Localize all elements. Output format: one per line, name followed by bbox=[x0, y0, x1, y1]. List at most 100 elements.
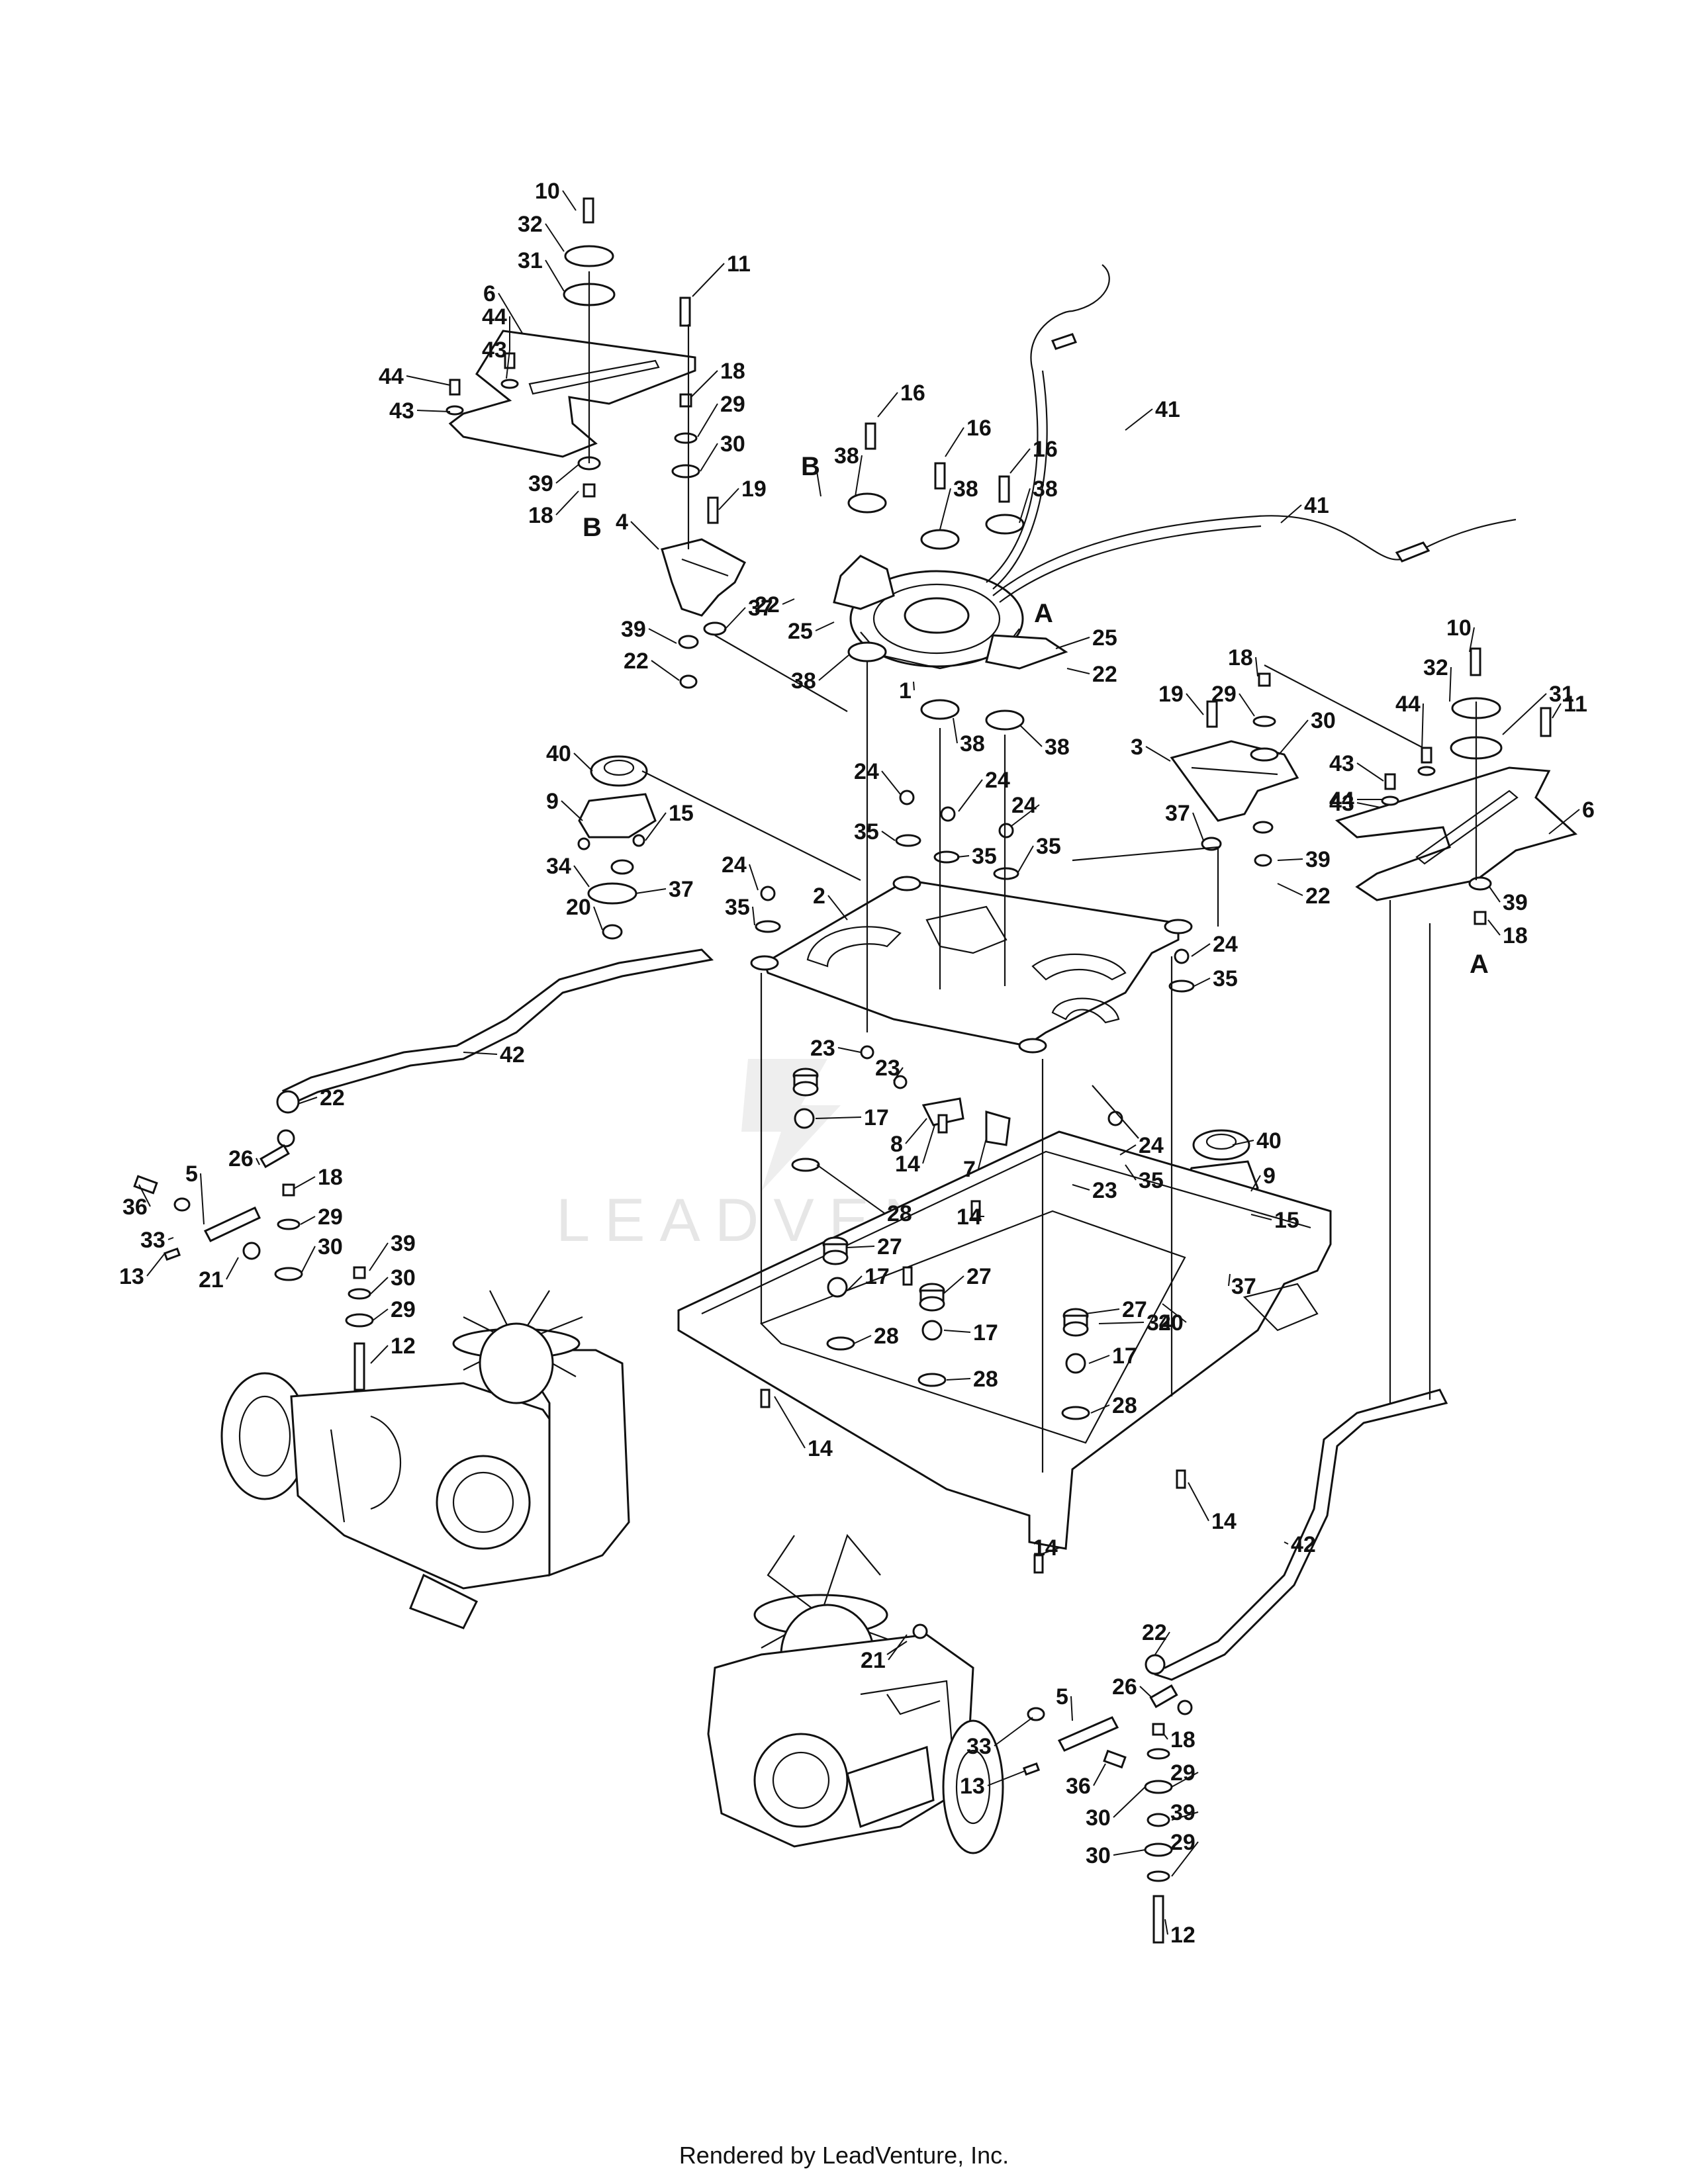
leader-line bbox=[635, 888, 667, 894]
leader-line bbox=[847, 1246, 875, 1248]
callout-part-22: 22 bbox=[1305, 884, 1331, 909]
transaxle-right bbox=[707, 1533, 1004, 1854]
callout-letter-b: B bbox=[801, 452, 820, 481]
callout-part-8: 8 bbox=[890, 1132, 903, 1157]
callout-part-33: 33 bbox=[140, 1228, 165, 1253]
leader-line bbox=[1154, 1631, 1170, 1655]
leader-line bbox=[945, 427, 964, 457]
leader-line bbox=[1548, 809, 1580, 835]
callout-part-35: 35 bbox=[1213, 966, 1238, 991]
callout-part-22: 22 bbox=[624, 649, 649, 674]
callout-part-12: 12 bbox=[1170, 1923, 1196, 1948]
leader-line bbox=[816, 1164, 885, 1214]
leader-line bbox=[1232, 1140, 1254, 1146]
callout-part-38: 38 bbox=[834, 443, 859, 469]
part-12-bolt-left bbox=[353, 1342, 365, 1391]
callout-part-30: 30 bbox=[391, 1265, 416, 1291]
leader-line bbox=[146, 1253, 165, 1277]
leader-line bbox=[1066, 668, 1090, 674]
leader-line bbox=[697, 403, 718, 437]
callout-part-33: 33 bbox=[966, 1734, 992, 1759]
leader-line bbox=[293, 1176, 316, 1189]
callout-part-28: 28 bbox=[887, 1201, 912, 1226]
leader-line bbox=[1098, 1322, 1145, 1324]
leader-line bbox=[1277, 858, 1303, 861]
leader-line bbox=[630, 521, 659, 550]
callout-part-39: 39 bbox=[1503, 890, 1528, 915]
callout-part-14: 14 bbox=[808, 1436, 833, 1461]
leader-line bbox=[939, 488, 951, 530]
callout-part-36: 36 bbox=[122, 1195, 148, 1220]
callout-part-26: 26 bbox=[1112, 1674, 1137, 1700]
callout-part-38: 38 bbox=[1033, 477, 1058, 502]
callout-part-30: 30 bbox=[720, 432, 745, 457]
leader-line bbox=[1113, 1849, 1146, 1856]
callout-part-30: 30 bbox=[1086, 1843, 1111, 1868]
callout-part-16: 16 bbox=[1033, 437, 1058, 462]
callout-part-28: 28 bbox=[874, 1324, 899, 1349]
leader-line bbox=[943, 1330, 971, 1333]
callout-part-24: 24 bbox=[1139, 1133, 1164, 1158]
callout-letter-a: A bbox=[1470, 950, 1489, 979]
callout-part-37: 37 bbox=[748, 596, 773, 621]
leader-line bbox=[815, 1116, 862, 1119]
callout-part-36: 36 bbox=[1066, 1774, 1091, 1799]
callout-part-29: 29 bbox=[1211, 682, 1237, 707]
callout-part-3: 3 bbox=[1131, 735, 1143, 760]
leader-line bbox=[648, 628, 677, 644]
leader-line bbox=[369, 1242, 389, 1271]
part-2-mounting-plate bbox=[763, 879, 1180, 1047]
leader-line bbox=[1191, 943, 1211, 957]
leader-line bbox=[1125, 408, 1153, 431]
part-41-cable-upper bbox=[986, 264, 1110, 583]
leader-line bbox=[1277, 883, 1303, 896]
callout-part-44: 44 bbox=[482, 304, 507, 330]
leader-line bbox=[555, 464, 579, 484]
part-7-bracket bbox=[985, 1111, 1011, 1146]
callout-part-23: 23 bbox=[875, 1056, 900, 1081]
callout-part-37: 37 bbox=[1231, 1274, 1256, 1299]
part-19-bolt bbox=[707, 496, 719, 524]
callout-part-44: 44 bbox=[1329, 788, 1354, 813]
callout-part-27: 27 bbox=[1122, 1297, 1147, 1322]
footer-credit: Rendered by LeadVenture, Inc. bbox=[679, 2142, 1009, 2169]
part-40-bearing-right bbox=[1192, 1129, 1250, 1161]
callout-part-39: 39 bbox=[1305, 847, 1331, 872]
leader-line bbox=[953, 717, 958, 744]
leader-line bbox=[561, 800, 583, 821]
leader-line bbox=[1085, 1308, 1120, 1314]
leader-line bbox=[1119, 1144, 1137, 1156]
callout-part-30: 30 bbox=[1086, 1805, 1111, 1831]
leader-line bbox=[855, 455, 863, 497]
leader-line bbox=[1019, 724, 1043, 747]
leader-line bbox=[463, 1052, 498, 1055]
callout-part-16: 16 bbox=[966, 416, 992, 441]
callout-part-9: 9 bbox=[1263, 1163, 1276, 1189]
leader-line bbox=[1055, 637, 1090, 649]
leader-line bbox=[1162, 1303, 1187, 1323]
parts-layer bbox=[133, 197, 1578, 1944]
leader-line bbox=[1093, 1763, 1106, 1786]
callout-part-27: 27 bbox=[877, 1234, 902, 1259]
leader-line bbox=[994, 1717, 1033, 1747]
callout-part-41: 41 bbox=[1304, 493, 1329, 518]
callout-part-22: 22 bbox=[1092, 662, 1117, 687]
leader-line bbox=[818, 655, 849, 681]
leader-line bbox=[593, 906, 603, 931]
callout-part-17: 17 bbox=[864, 1105, 889, 1130]
leader-line bbox=[1421, 703, 1424, 752]
callout-part-39: 39 bbox=[1170, 1800, 1196, 1825]
callout-part-20: 20 bbox=[1158, 1310, 1184, 1336]
leader-line bbox=[1011, 804, 1040, 827]
callout-part-32: 32 bbox=[1423, 655, 1448, 680]
watermark-logo bbox=[741, 1059, 841, 1191]
callout-part-4: 4 bbox=[616, 510, 628, 535]
callout-part-35: 35 bbox=[854, 819, 879, 844]
callout-part-37: 37 bbox=[1165, 801, 1190, 826]
leader-line bbox=[416, 410, 451, 412]
callout-part-26: 26 bbox=[228, 1146, 254, 1171]
leader-line bbox=[1192, 812, 1204, 841]
leader-line bbox=[816, 467, 821, 497]
leader-line bbox=[958, 779, 983, 812]
